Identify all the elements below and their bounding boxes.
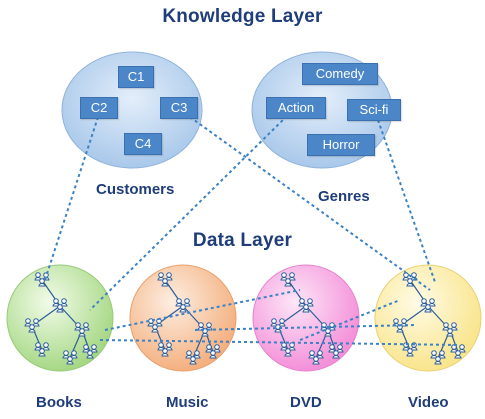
books-label: Books: [36, 394, 82, 411]
books-circle: [6, 264, 114, 372]
person-group-icon: [280, 342, 296, 357]
music-label: Music: [166, 394, 209, 411]
genre-action-box: Action: [266, 97, 326, 119]
customers-label: Customers: [96, 181, 175, 198]
person-group-icon: [450, 344, 466, 359]
person-group-icon: [157, 272, 173, 287]
link-c2-books: [44, 116, 99, 281]
person-group-icon: [308, 350, 324, 365]
person-group-icon: [82, 344, 98, 359]
dvd-label: DVD: [290, 394, 322, 411]
link-lines: [44, 115, 461, 346]
dvd-network-tree: [270, 272, 344, 365]
person-group-icon: [420, 298, 436, 313]
link-music-video: [194, 324, 416, 331]
person-group-icon: [280, 272, 296, 287]
person-group-icon: [62, 350, 78, 365]
genre-comedy-box: Comedy: [302, 63, 378, 85]
knowledge-layer-title: Knowledge Layer: [162, 6, 323, 27]
person-group-icon: [185, 350, 201, 365]
customer-c3-box: C3: [160, 97, 198, 119]
customer-c2-box: C2: [80, 97, 118, 119]
genre-scifi-box: Sci-fi: [347, 99, 401, 121]
person-group-icon: [298, 298, 314, 313]
person-group-icon: [74, 322, 90, 337]
person-group-icon: [197, 322, 213, 337]
genres-label: Genres: [318, 188, 370, 205]
link-scifi-video: [377, 119, 436, 283]
video-label: Video: [408, 394, 449, 411]
customer-c1-box: C1: [118, 66, 154, 88]
person-group-icon: [402, 272, 418, 287]
person-group-icon: [52, 298, 68, 313]
music-circle: [129, 264, 237, 372]
genre-horror-box: Horror: [307, 134, 375, 156]
video-network-tree: [392, 272, 466, 365]
person-group-icon: [430, 350, 446, 365]
person-group-icon: [442, 322, 458, 337]
link-c3-video: [189, 116, 431, 291]
link-action-books: [89, 115, 288, 311]
person-group-icon: [270, 318, 286, 333]
customers-ellipse: [61, 51, 203, 169]
person-group-icon: [328, 344, 344, 359]
link-books-video: [99, 339, 461, 346]
video-circle: [374, 264, 482, 372]
dvd-circle: [252, 264, 360, 372]
person-group-icon: [157, 342, 173, 357]
person-group-icon: [147, 318, 163, 333]
person-group-icon: [34, 342, 50, 357]
person-group-icon: [205, 344, 221, 359]
person-group-icon: [24, 318, 40, 333]
data-layer-title: Data Layer: [192, 230, 293, 251]
customer-c4-box: C4: [124, 133, 162, 155]
music-network-tree: [147, 272, 221, 365]
person-group-icon: [175, 298, 191, 313]
